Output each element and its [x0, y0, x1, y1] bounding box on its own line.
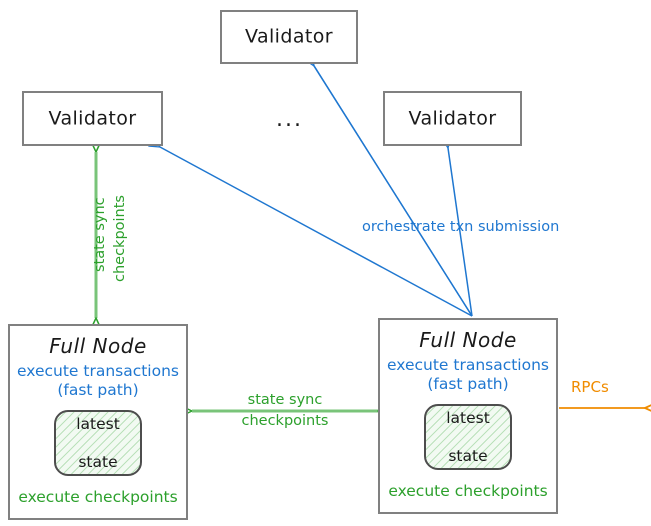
- full-node-left-title: Full Node: [49, 334, 147, 358]
- full-node-right[interactable]: Full Node execute transactions (fast pat…: [378, 318, 558, 514]
- rpcs-label: RPCs: [571, 378, 609, 396]
- state-sync-vertical-label-line1: state sync: [92, 197, 108, 272]
- full-node-left[interactable]: Full Node execute transactions (fast pat…: [8, 324, 188, 520]
- full-node-left-subtitle-line1: execute transactions: [16, 362, 180, 380]
- validator-node-left[interactable]: Validator: [22, 91, 163, 146]
- latest-state-box-left[interactable]: latest state: [54, 410, 142, 476]
- latest-state-left-line2: state: [78, 452, 118, 471]
- latest-state-right-line1: latest: [446, 408, 490, 427]
- validator-node-right[interactable]: Validator: [383, 91, 522, 146]
- edge-fullnode-to-validators: [160, 63, 473, 317]
- full-node-right-subtitle-line1: execute transactions: [386, 356, 550, 374]
- latest-state-left-text: latest state: [76, 415, 120, 472]
- validators-ellipsis: ...: [276, 107, 303, 132]
- latest-state-box-right[interactable]: latest state: [424, 404, 512, 470]
- full-node-left-subtitle: execute transactions (fast path): [10, 362, 186, 400]
- edge-to-validator-right: [448, 148, 473, 317]
- edge-to-validator-left: [160, 147, 473, 317]
- state-sync-vertical-label-line2: checkpoints: [112, 195, 128, 282]
- full-node-right-title: Full Node: [419, 328, 517, 352]
- state-sync-horizontal-label-line2: checkpoints: [241, 413, 329, 429]
- full-node-right-subtitle: execute transactions (fast path): [380, 356, 556, 394]
- latest-state-left-line1: latest: [76, 414, 120, 433]
- latest-state-right-line2: state: [448, 446, 488, 465]
- edge-to-validator-top-b: [312, 63, 473, 317]
- validator-left-label: Validator: [48, 107, 137, 130]
- full-node-left-subtitle-line2: (fast path): [57, 381, 139, 399]
- full-node-right-footer: execute checkpoints: [388, 482, 548, 500]
- latest-state-right-text: latest state: [446, 409, 490, 466]
- full-node-left-footer: execute checkpoints: [18, 488, 178, 506]
- validator-top-label: Validator: [245, 25, 333, 48]
- validator-node-top[interactable]: Validator: [220, 10, 358, 64]
- validator-right-label: Validator: [408, 107, 497, 130]
- orchestrate-txn-submission-label: orchestrate txn submission: [362, 219, 560, 235]
- full-node-right-subtitle-line2: (fast path): [427, 375, 509, 393]
- state-sync-horizontal-label-line1: state sync: [247, 392, 323, 408]
